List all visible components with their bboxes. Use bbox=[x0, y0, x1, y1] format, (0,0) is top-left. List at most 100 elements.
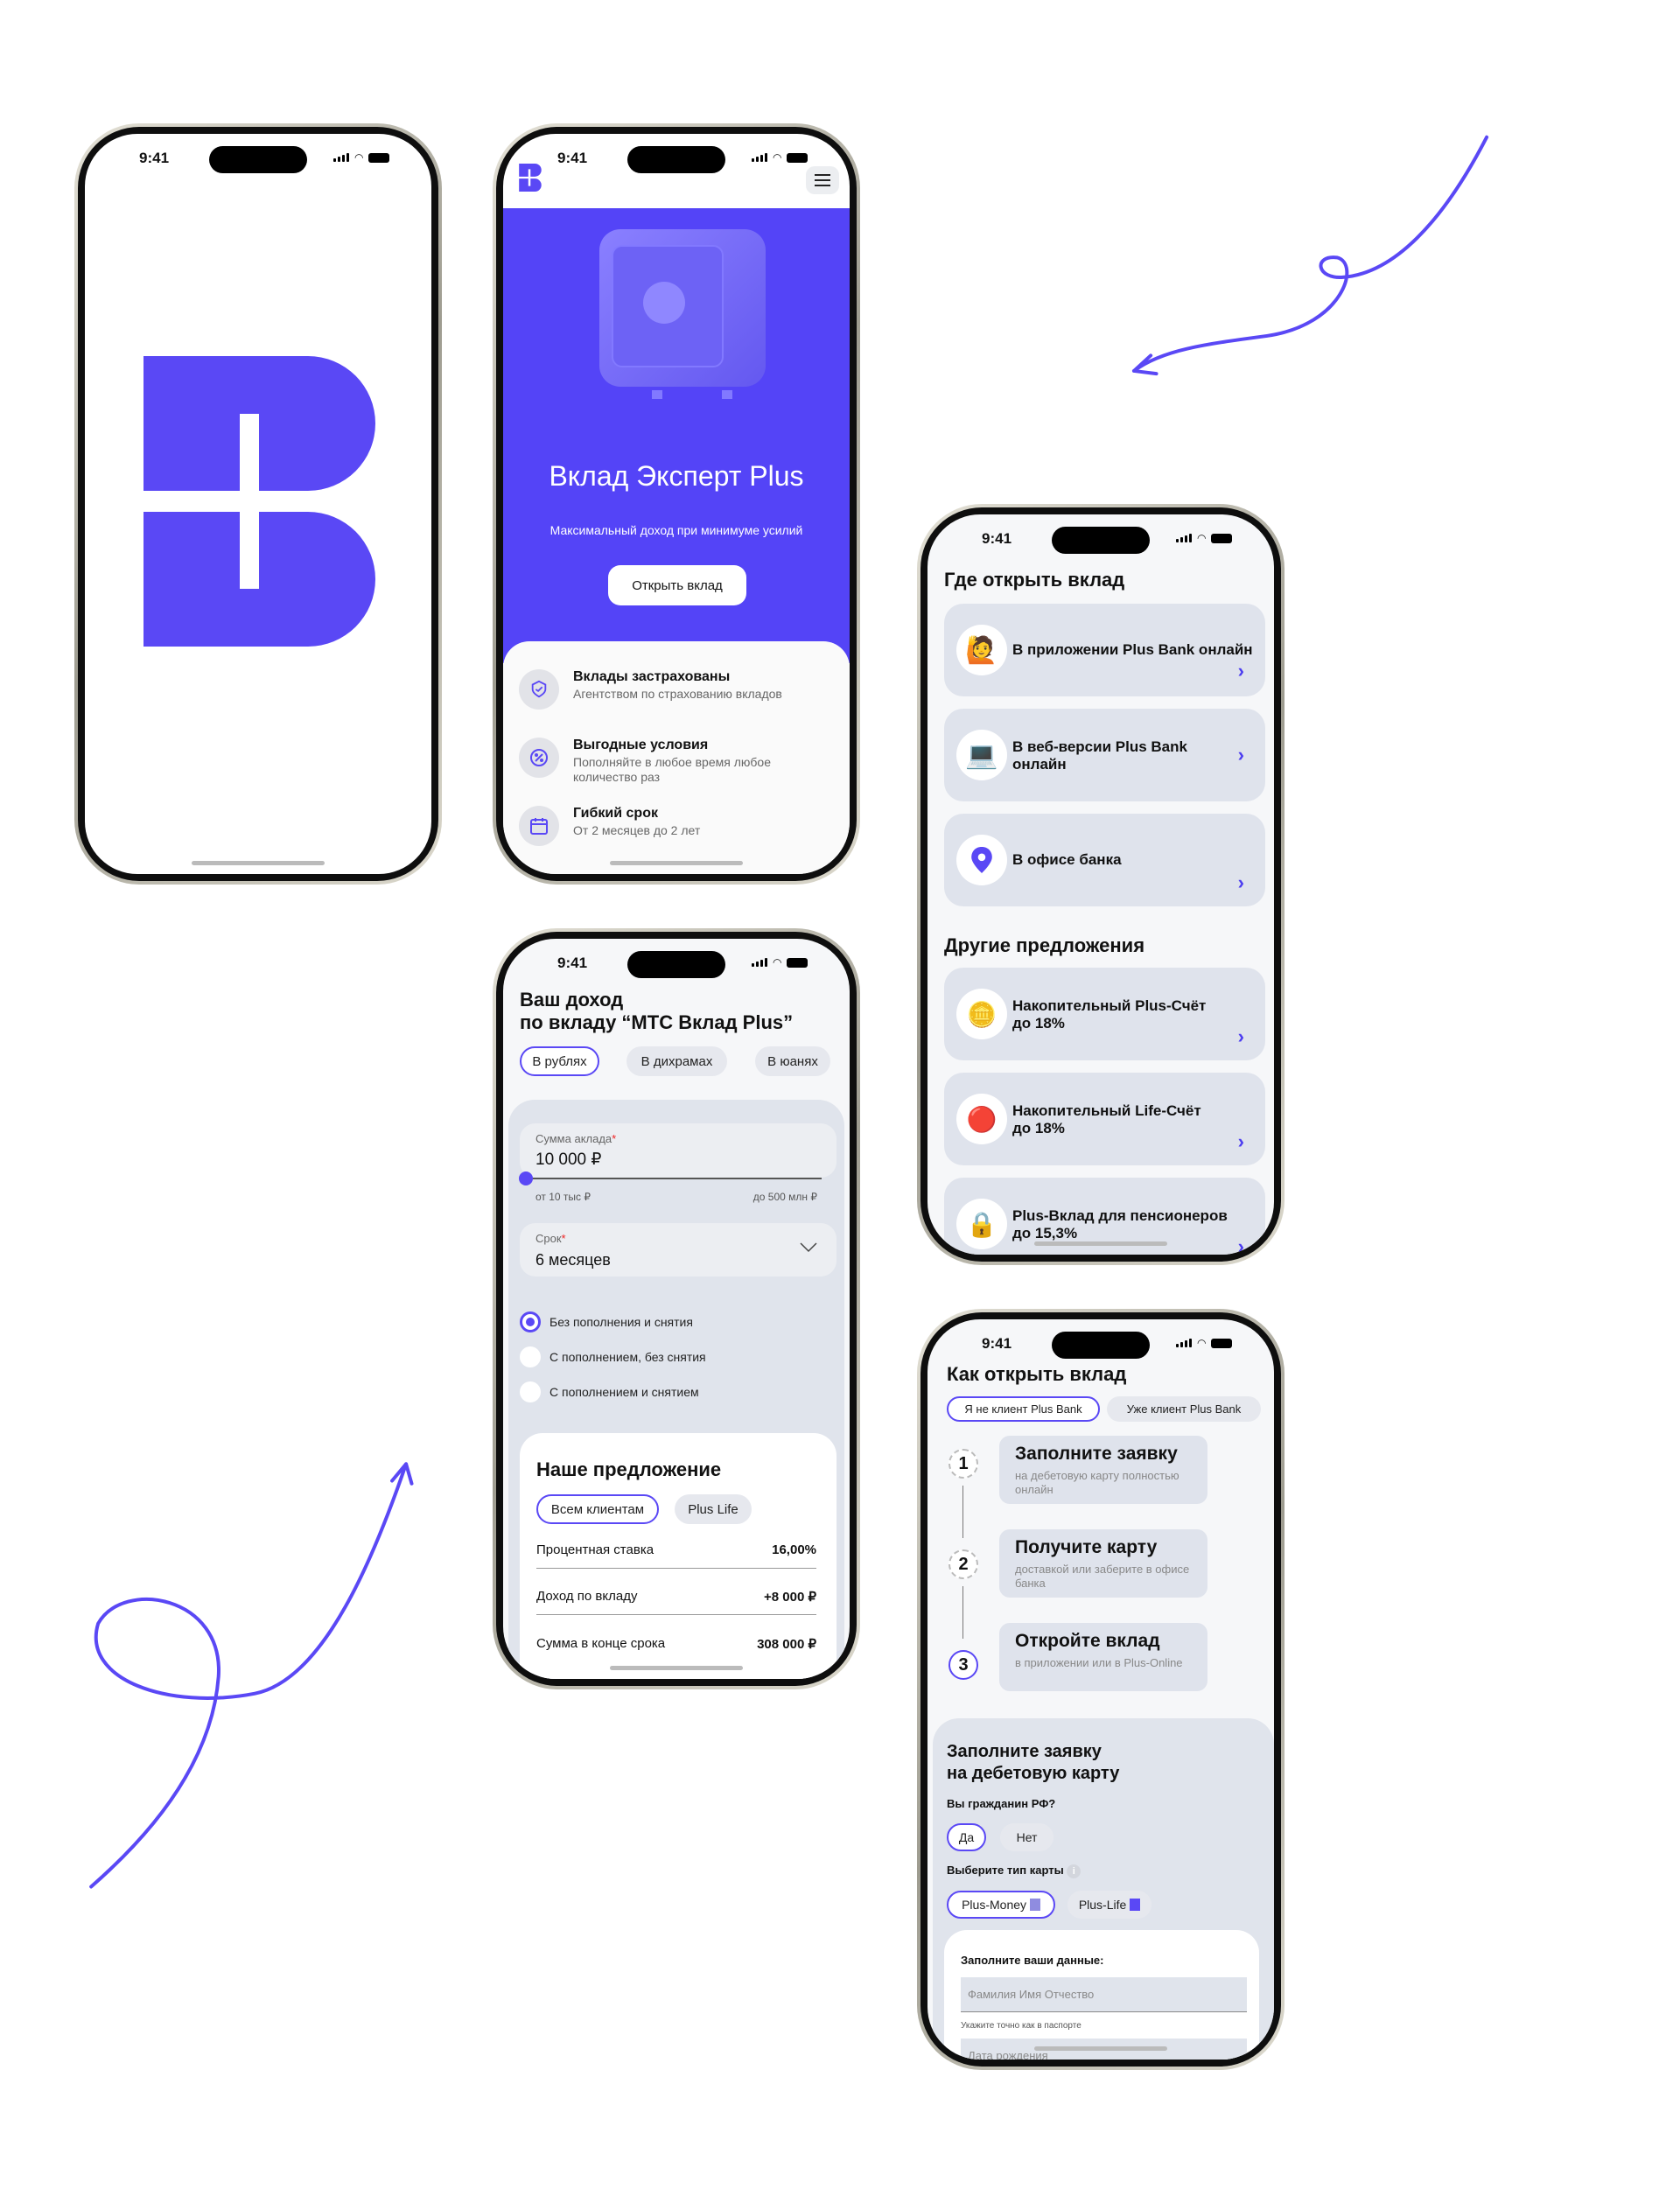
woman-phone-avatar: 🙋 bbox=[956, 625, 1007, 675]
status-time: 9:41 bbox=[982, 1335, 1012, 1352]
page-title: Как открыть вклад bbox=[947, 1363, 1127, 1385]
open-deposit-button[interactable]: Открыть вклад bbox=[608, 565, 746, 605]
full-name-input[interactable]: Фамилия Имя Отчество bbox=[961, 1977, 1247, 2012]
option-label: В веб-версии Plus Bank онлайн bbox=[1012, 738, 1187, 773]
radio-topup-no-withdraw[interactable] bbox=[520, 1346, 541, 1367]
card-type-question: Выберите тип карты i bbox=[947, 1864, 1082, 1878]
card-thumbnail-icon bbox=[1130, 1899, 1141, 1911]
feature-title: Вклады застрахованы bbox=[573, 669, 731, 684]
feature-text: От 2 месяцев до 2 лет bbox=[573, 823, 701, 837]
hero: Вклад Эксперт Plus Максимальный доход пр… bbox=[503, 208, 850, 663]
citizen-yes[interactable]: Да bbox=[947, 1823, 986, 1851]
status-icons: ◠ bbox=[752, 151, 808, 164]
divider bbox=[536, 1614, 816, 1615]
wifi-icon: ◠ bbox=[773, 956, 782, 969]
menu-button[interactable] bbox=[806, 166, 839, 194]
option-label: В приложении Plus Bank онлайн bbox=[1012, 641, 1253, 658]
term-label: Срок* bbox=[536, 1232, 566, 1245]
chevron-right-icon: › bbox=[1237, 1235, 1244, 1255]
info-icon[interactable]: i bbox=[1067, 1864, 1082, 1878]
term-value: 6 месяцев bbox=[536, 1251, 611, 1269]
divider bbox=[536, 1568, 816, 1569]
option-app[interactable]: 🙋 В приложении Plus Bank онлайн › bbox=[944, 604, 1265, 696]
term-select[interactable]: Срок* 6 месяцев bbox=[520, 1223, 836, 1276]
home-indicator bbox=[610, 1666, 743, 1670]
radio-no-topup[interactable] bbox=[520, 1311, 541, 1332]
status-icons: ◠ bbox=[752, 956, 808, 969]
offer-life-account[interactable]: 🔴Накопительный Life-Счёт до 18%› bbox=[944, 1073, 1265, 1165]
tab-rubles[interactable]: В рублях bbox=[520, 1046, 599, 1076]
chevron-right-icon: › bbox=[1237, 1130, 1244, 1152]
amount-field[interactable]: Сумма аклада* 10 000 ₽ bbox=[520, 1123, 836, 1178]
features-card: Вклады застрахованы Агентством по страхо… bbox=[503, 641, 850, 874]
amount-slider-thumb[interactable] bbox=[519, 1171, 533, 1185]
signal-icon bbox=[752, 153, 767, 162]
card-plus-money[interactable]: Plus-Money bbox=[947, 1891, 1055, 1919]
phone-where: 9:41 ◠ Где открыть вклад 🙋В приложении P… bbox=[917, 504, 1284, 1265]
phone-splash: 9:41 ◠ bbox=[74, 123, 442, 885]
phone-howto: 9:41 ◠ Как открыть вклад Я не клиент Plu… bbox=[917, 1309, 1284, 2070]
tab-dirhams[interactable]: В дихрамах bbox=[626, 1046, 727, 1076]
status-time: 9:41 bbox=[139, 150, 170, 166]
chevron-right-icon: › bbox=[1237, 871, 1244, 893]
battery-icon bbox=[787, 152, 808, 163]
woman-laptop-avatar: 💻 bbox=[956, 730, 1007, 780]
min-label: от 10 тыс ₽ bbox=[536, 1191, 592, 1203]
offer-card bbox=[520, 1433, 836, 1679]
step-connector bbox=[962, 1486, 963, 1538]
tab-existing-client[interactable]: Уже клиент Plus Bank bbox=[1107, 1396, 1261, 1422]
battery-icon bbox=[1211, 1338, 1233, 1348]
logo-icon[interactable] bbox=[519, 164, 542, 192]
tab-all-clients[interactable]: Всем клиентам bbox=[536, 1494, 659, 1524]
offer-plus-account[interactable]: 🪙Накопительный Plus-Счёт до 18%› bbox=[944, 968, 1265, 1060]
radio-label: С пополнением и снятием bbox=[550, 1385, 699, 1399]
radio-topup-withdraw[interactable] bbox=[520, 1381, 541, 1402]
status-time: 9:41 bbox=[557, 150, 588, 166]
offer-title: Наше предложение bbox=[536, 1458, 722, 1480]
card-plus-life[interactable]: Plus-Life bbox=[1068, 1891, 1152, 1919]
tab-plus-life[interactable]: Plus Life bbox=[675, 1494, 752, 1524]
amount-value: 10 000 ₽ bbox=[536, 1150, 602, 1169]
coins-red-icon: 🔴 bbox=[956, 1094, 1007, 1144]
location-pin-icon bbox=[956, 835, 1007, 885]
option-office[interactable]: В офисе банка › bbox=[944, 814, 1265, 906]
home-indicator bbox=[192, 861, 325, 865]
dynamic-island bbox=[209, 146, 307, 173]
citizen-no[interactable]: Нет bbox=[1000, 1823, 1054, 1851]
lock-heart-icon: 🔒 bbox=[956, 1199, 1007, 1249]
curly-arrow-bottom bbox=[89, 1462, 414, 1889]
section-title: Другие предложения bbox=[944, 934, 1145, 956]
radio-label: Без пополнения и снятия bbox=[550, 1315, 693, 1329]
wifi-icon: ◠ bbox=[354, 151, 364, 164]
status-time: 9:41 bbox=[982, 530, 1012, 547]
dynamic-island bbox=[627, 951, 725, 978]
option-web[interactable]: 💻В веб-версии Plus Bank онлайн› bbox=[944, 709, 1265, 801]
tab-not-client[interactable]: Я не клиент Plus Bank bbox=[947, 1396, 1100, 1422]
battery-icon bbox=[368, 152, 390, 163]
offer-pension-deposit[interactable]: 🔒Plus-Вклад для пенсионеров до 15,3%› bbox=[944, 1178, 1265, 1255]
max-label: до 500 млн ₽ bbox=[752, 1191, 817, 1203]
battery-icon bbox=[787, 957, 808, 968]
feature-text: Пополняйте в любое время любое количеств… bbox=[573, 755, 771, 784]
safe-illustration bbox=[599, 229, 766, 399]
step-connector bbox=[962, 1586, 963, 1639]
home-indicator bbox=[610, 861, 743, 865]
phone-promo: 9:41 ◠ Вклад Эксперт Plus Максимальный д… bbox=[493, 123, 860, 885]
calendar-icon bbox=[519, 806, 559, 846]
option-label: В офисе банка bbox=[1012, 851, 1122, 868]
chevron-right-icon: › bbox=[1237, 660, 1244, 682]
signal-icon bbox=[1176, 1339, 1192, 1347]
citizen-question: Вы гражданин РФ? bbox=[947, 1797, 1056, 1810]
signal-icon bbox=[1176, 534, 1192, 542]
dynamic-island bbox=[1052, 527, 1150, 554]
tab-yuan[interactable]: В юанях bbox=[755, 1046, 830, 1076]
amount-slider-track[interactable] bbox=[524, 1178, 822, 1179]
signal-icon bbox=[752, 958, 767, 967]
home-indicator bbox=[1034, 1241, 1167, 1246]
